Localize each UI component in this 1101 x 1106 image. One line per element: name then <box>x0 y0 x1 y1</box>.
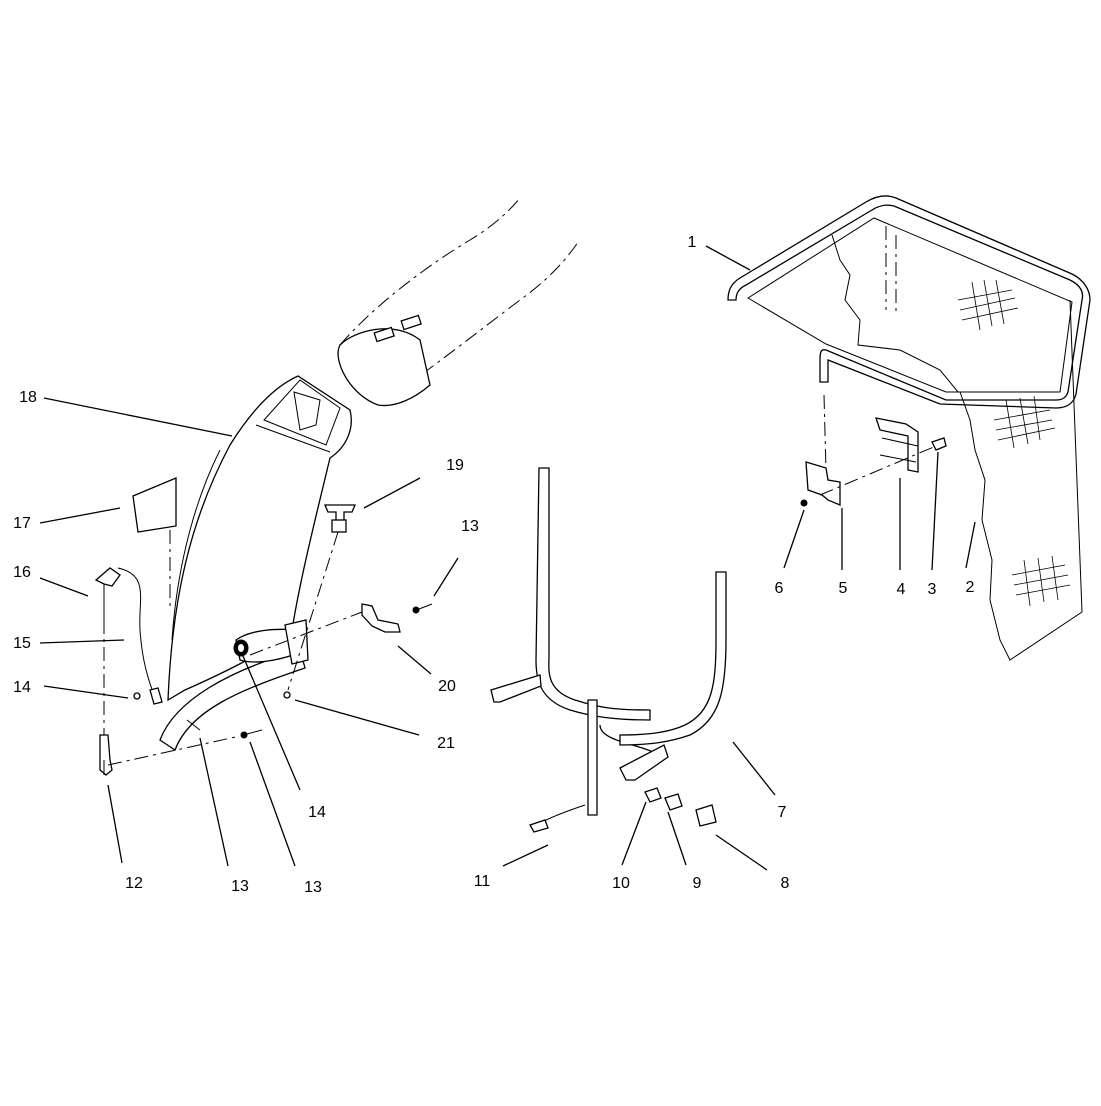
callout-4: 4 <box>896 581 906 598</box>
callout-3: 3 <box>927 581 937 598</box>
callout-6: 6 <box>774 580 784 597</box>
callout-5: 5 <box>838 580 848 597</box>
leader-3 <box>931 451 939 571</box>
deflector-plate <box>132 477 177 610</box>
leader-7 <box>732 741 776 796</box>
leader-1 <box>705 245 751 271</box>
leader-20 <box>397 645 432 675</box>
grass-bag-frame <box>727 195 1091 661</box>
leader-19 <box>363 477 421 509</box>
control-rod <box>490 467 727 833</box>
leader-lines <box>39 245 976 871</box>
leader-13b <box>249 741 296 867</box>
leader-14a <box>43 685 129 699</box>
leader-11 <box>502 844 549 867</box>
callout-17: 17 <box>13 515 31 532</box>
discharge-tube <box>337 197 579 407</box>
callout-20: 20 <box>438 678 456 695</box>
callout-9: 9 <box>692 875 702 892</box>
callout-19: 19 <box>446 457 464 474</box>
leader-6 <box>783 509 805 569</box>
callout-21: 21 <box>437 735 455 752</box>
callout-14a: 14 <box>13 679 31 696</box>
callout-16: 16 <box>13 564 31 581</box>
leader-16 <box>39 577 89 597</box>
latch-assembly <box>94 567 163 776</box>
callout-1: 1 <box>687 234 697 251</box>
callout-13c: 13 <box>461 518 479 535</box>
chute-hardware <box>107 504 433 766</box>
leader-12 <box>107 784 123 864</box>
leader-14b <box>242 655 301 791</box>
callout-8: 8 <box>780 875 790 892</box>
callout-15: 15 <box>13 635 31 652</box>
leader-13c <box>433 557 459 597</box>
leader-2 <box>965 521 976 569</box>
callout-2: 2 <box>965 579 975 596</box>
leader-21 <box>294 699 420 736</box>
leader-10 <box>621 801 647 866</box>
leader-17 <box>39 507 121 524</box>
leader-9 <box>667 811 687 866</box>
callout-10: 10 <box>612 875 630 892</box>
callout-13b: 13 <box>304 879 322 896</box>
leader-18 <box>43 397 233 437</box>
callout-18: 18 <box>19 389 37 406</box>
leader-13a <box>199 737 229 867</box>
callout-12: 12 <box>125 875 143 892</box>
callout-7: 7 <box>777 804 787 821</box>
leader-8 <box>715 834 768 871</box>
callout-14b: 14 <box>308 804 326 821</box>
leader-15 <box>39 639 125 644</box>
chute <box>159 375 352 751</box>
callout-11: 11 <box>473 873 491 890</box>
callout-13a: 13 <box>231 878 249 895</box>
